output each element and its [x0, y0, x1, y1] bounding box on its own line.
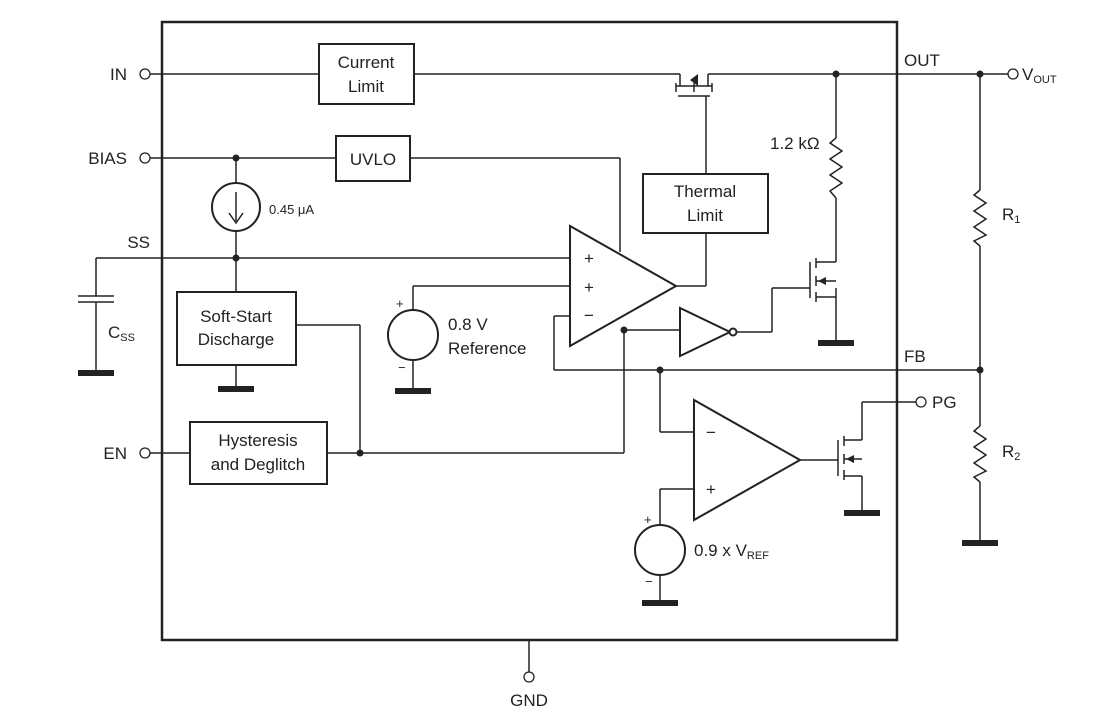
svg-text:+: +: [584, 249, 594, 268]
resistor-label: 1.2 kΩ: [770, 134, 820, 153]
pg-comparator: − +: [693, 398, 803, 522]
svg-text:+: +: [396, 296, 404, 311]
pin-en: EN: [103, 444, 151, 463]
svg-text:−: −: [398, 360, 406, 375]
hysteresis-deglitch-block: Hysteresis and Deglitch: [189, 421, 328, 485]
resistor-r2: R2: [972, 425, 1020, 483]
svg-text:and Deglitch: and Deglitch: [211, 455, 306, 474]
r1-label: R1: [1002, 205, 1020, 226]
discharge-ground: [818, 340, 854, 346]
pin-ss-label: SS: [127, 233, 150, 252]
resistor-1k2: 1.2 kΩ: [770, 134, 844, 199]
current-source: 0.45 μA: [211, 182, 314, 232]
pin-fb-label: FB: [904, 347, 926, 366]
svg-text:Limit: Limit: [687, 206, 723, 225]
uvlo-block: UVLO: [335, 135, 411, 182]
soft-start-ground: [218, 386, 254, 392]
css-label: CSS: [108, 323, 135, 344]
pin-out-label: OUT: [904, 51, 940, 70]
reference-source: + − 0.8 V Reference: [387, 296, 526, 375]
current-source-label: 0.45 μA: [269, 202, 314, 217]
pg-ground: [844, 510, 880, 516]
divider-ground: [962, 540, 998, 546]
current-limit-block: Current Limit: [318, 43, 415, 105]
thermal-limit-block: Thermal Limit: [642, 173, 769, 234]
reference-label: 0.8 V: [448, 315, 488, 334]
pin-vout: VOUT: [1007, 65, 1057, 86]
svg-text:−: −: [645, 574, 653, 589]
pin-gnd: GND: [510, 671, 548, 710]
svg-text:Discharge: Discharge: [198, 330, 275, 349]
pin-pg-label: PG: [932, 393, 957, 412]
junction-dots: [232, 70, 984, 457]
css-capacitor: CSS: [78, 295, 135, 344]
vout-label: VOUT: [1022, 65, 1057, 86]
svg-text:Current: Current: [338, 53, 395, 72]
svg-text:Hysteresis: Hysteresis: [218, 431, 297, 450]
svg-text:−: −: [584, 306, 594, 325]
pin-in-label: IN: [110, 65, 127, 84]
pin-bias: BIAS: [88, 149, 151, 168]
pin-en-label: EN: [103, 444, 127, 463]
svg-text:Thermal: Thermal: [674, 182, 736, 201]
css-ground: [78, 370, 114, 376]
pin-in: IN: [110, 65, 151, 84]
svg-text:Reference: Reference: [448, 339, 526, 358]
svg-text:Soft-Start: Soft-Start: [200, 307, 272, 326]
svg-text:Limit: Limit: [348, 77, 384, 96]
discharge-transistor: [809, 250, 837, 302]
pg-transistor: [837, 432, 863, 480]
svg-text:+: +: [584, 278, 594, 297]
pin-bias-label: BIAS: [88, 149, 127, 168]
pg-reference-label: 0.9 x VREF: [694, 541, 769, 562]
svg-text:+: +: [706, 480, 716, 499]
wires: [95, 73, 1008, 672]
error-amplifier: + + −: [569, 224, 679, 348]
svg-text:−: −: [706, 423, 716, 442]
pg-reference-source: + − 0.9 x VREF: [634, 512, 769, 589]
pin-gnd-label: GND: [510, 691, 548, 710]
resistor-r1: R1: [972, 189, 1020, 247]
inverter: [679, 306, 738, 358]
svg-text:+: +: [644, 512, 652, 527]
pass-transistor: [675, 74, 713, 97]
r2-label: R2: [1002, 442, 1020, 463]
svg-text:UVLO: UVLO: [350, 150, 396, 169]
reference-ground: [395, 388, 431, 394]
pg-reference-ground: [642, 600, 678, 606]
pin-pg: PG: [915, 393, 957, 412]
soft-start-discharge-block: Soft-Start Discharge: [176, 291, 297, 366]
